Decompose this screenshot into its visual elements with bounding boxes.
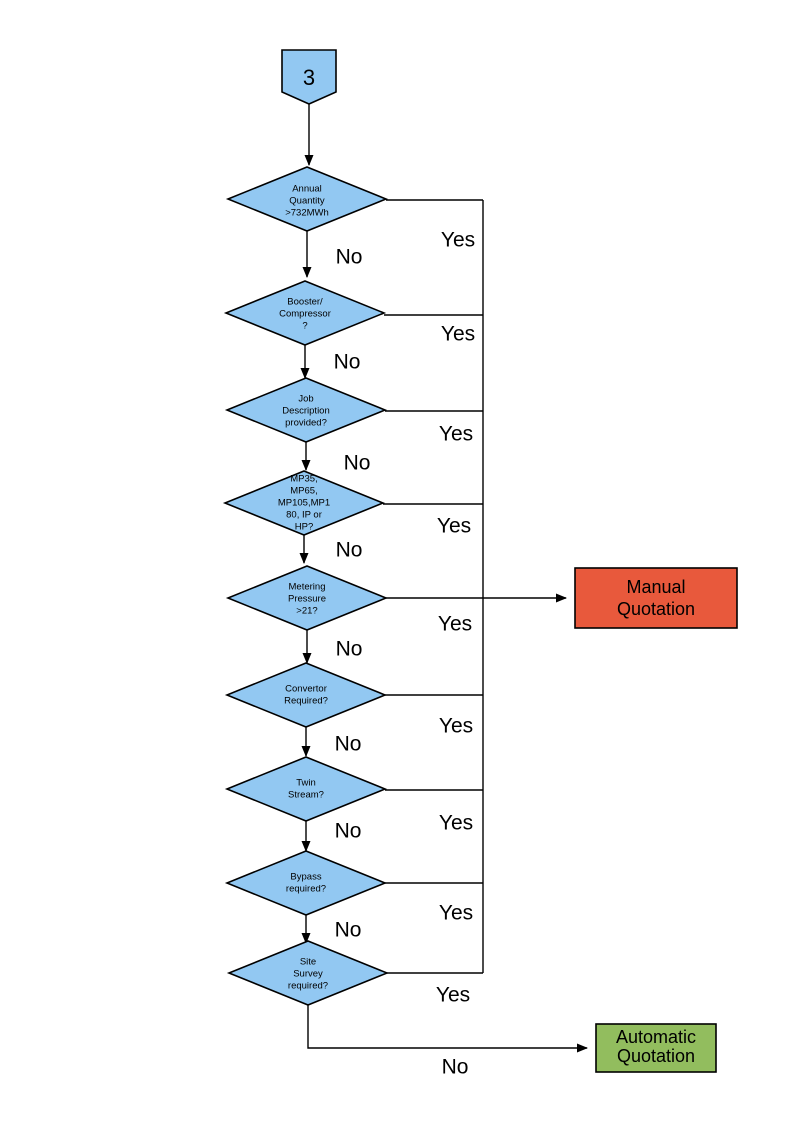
decision-booster-compressor-line-2: ? (302, 321, 307, 332)
decision-annual-quantity[interactable]: Annual Quantity >732MWh (225, 166, 389, 232)
label-metering-pressure-no: No (336, 638, 363, 661)
decision-module-type-line-4: HP? (295, 522, 313, 533)
decision-module-type-line-0: MP35, (290, 474, 317, 485)
decision-metering-pressure[interactable]: Metering Pressure >21? (225, 565, 389, 631)
decision-metering-pressure-line-0: Metering (289, 582, 326, 593)
decision-bypass-line-1: required? (286, 884, 326, 895)
terminal-manual-quotation[interactable]: Manual Quotation (574, 567, 738, 629)
label-final-no: No (442, 1056, 469, 1079)
label-job-description-no: No (344, 452, 371, 475)
decision-job-description[interactable]: Job Description provided? (224, 377, 388, 443)
decision-annual-quantity-line-2: >732MWh (285, 208, 329, 219)
label-twin-stream-yes: Yes (439, 812, 473, 835)
decision-job-description-line-1: Description (282, 406, 330, 417)
decision-site-survey-line-1: Survey (293, 969, 323, 980)
decision-booster-compressor-line-0: Booster/ (287, 297, 323, 308)
decision-annual-quantity-line-1: Quantity (289, 196, 325, 207)
decision-module-type[interactable]: MP35, MP65, MP105,MP1 80, IP or HP? (222, 470, 386, 536)
label-annual-quantity-yes: Yes (441, 229, 475, 252)
decision-module-type-line-3: 80, IP or (286, 510, 322, 521)
label-metering-pressure-yes: Yes (438, 613, 472, 636)
decision-booster-compressor-line-1: Compressor (279, 309, 331, 320)
label-module-type-no: No (336, 539, 363, 562)
terminal-automatic-quotation[interactable]: Automatic Quotation (595, 1023, 717, 1073)
start-connector-3[interactable]: 3 (281, 49, 337, 105)
label-convertor-no: No (335, 733, 362, 756)
decision-convertor[interactable]: Convertor Required? (224, 662, 388, 728)
decision-metering-pressure-line-2: >21? (296, 606, 317, 617)
decision-job-description-line-2: provided? (285, 418, 327, 429)
label-booster-compressor-no: No (334, 351, 361, 374)
label-site-survey-yes: Yes (436, 984, 470, 1007)
manual-quotation-line-1: Quotation (617, 599, 695, 619)
decision-module-type-line-1: MP65, (290, 486, 317, 497)
decision-bypass-line-0: Bypass (290, 872, 321, 883)
decision-module-type-line-2: MP105,MP1 (278, 498, 330, 509)
label-twin-stream-no: No (335, 820, 362, 843)
decision-job-description-line-0: Job (298, 394, 313, 405)
decision-convertor-line-1: Required? (284, 696, 328, 707)
decision-site-survey-line-2: required? (288, 981, 328, 992)
automatic-quotation-box (595, 1023, 717, 1073)
decision-booster-compressor[interactable]: Booster/ Compressor ? (223, 280, 387, 346)
label-booster-compressor-yes: Yes (441, 323, 475, 346)
decision-bypass[interactable]: Bypass required? (224, 850, 388, 916)
automatic-quotation-line-1: Quotation (617, 1046, 695, 1066)
decision-twin-stream-line-1: Stream? (288, 790, 324, 801)
start-connector-label: 3 (303, 65, 315, 90)
label-module-type-yes: Yes (437, 515, 471, 538)
decision-site-survey[interactable]: Site Survey required? (226, 940, 390, 1006)
manual-quotation-box (574, 567, 738, 629)
decision-annual-quantity-line-0: Annual (292, 184, 322, 195)
label-bypass-no: No (335, 919, 362, 942)
pentagon-connector-shape (281, 49, 337, 105)
decision-convertor-line-0: Convertor (285, 684, 327, 695)
decision-twin-stream[interactable]: Twin Stream? (224, 756, 388, 822)
decision-twin-stream-line-0: Twin (296, 778, 316, 789)
connector-site-survey-no-to-automatic (307, 1005, 588, 1053)
label-job-description-yes: Yes (439, 423, 473, 446)
label-bypass-yes: Yes (439, 902, 473, 925)
decision-site-survey-line-0: Site (300, 957, 316, 968)
label-annual-quantity-no: No (336, 246, 363, 269)
manual-quotation-line-0: Manual (626, 577, 685, 597)
automatic-quotation-line-0: Automatic (616, 1027, 696, 1047)
label-convertor-yes: Yes (439, 715, 473, 738)
decision-metering-pressure-line-1: Pressure (288, 594, 326, 605)
